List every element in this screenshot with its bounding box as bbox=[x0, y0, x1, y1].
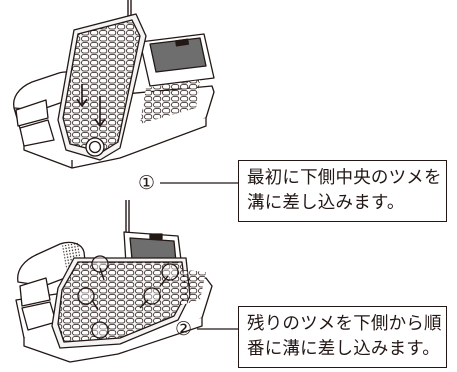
phone-illustration-2 bbox=[15, 200, 213, 363]
instruction-callout-2: 残りのツメを下側から順 番に溝に差し込みます。 bbox=[238, 306, 447, 368]
callout-line: 最初に下側中央のツメを bbox=[247, 168, 442, 188]
phone-illustration-1 bbox=[12, 0, 215, 169]
step-number-1: ① bbox=[138, 172, 156, 194]
step-number-2: ② bbox=[175, 318, 193, 340]
instruction-callout-1: 最初に下側中央のツメを 溝に差し込みます。 bbox=[238, 160, 447, 222]
callout-line: 残りのツメを下側から順 bbox=[247, 314, 442, 334]
callout-line: 溝に差し込みます。 bbox=[247, 193, 405, 213]
callout-line: 番に溝に差し込みます。 bbox=[247, 339, 440, 359]
